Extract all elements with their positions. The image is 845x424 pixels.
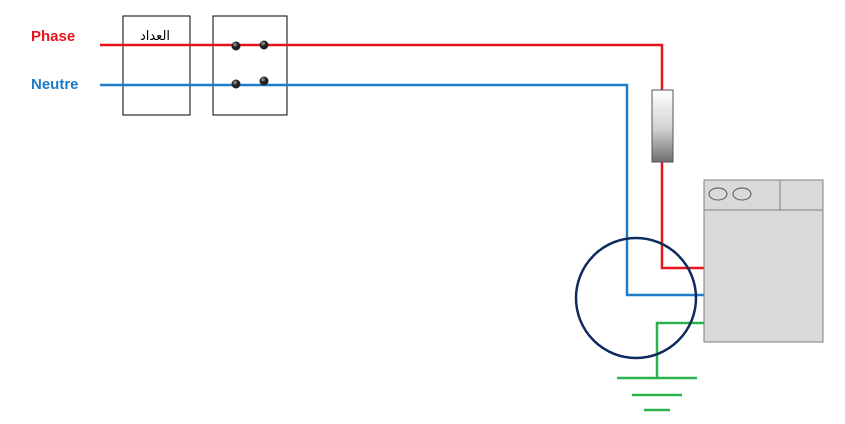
appliance-knob-right bbox=[732, 187, 752, 201]
neutre-wire bbox=[100, 83, 704, 297]
earth-wire bbox=[655, 321, 704, 378]
appliance-panel bbox=[703, 179, 781, 211]
breaker-box bbox=[212, 15, 288, 116]
phase-label: Phase bbox=[31, 28, 75, 45]
meter-box bbox=[122, 15, 191, 116]
phase-wire bbox=[100, 43, 664, 90]
neutre-label: Neutre bbox=[31, 76, 79, 93]
highlight-circle bbox=[574, 236, 698, 360]
appliance-knob-left bbox=[708, 187, 728, 201]
breaker-terminals bbox=[231, 40, 269, 89]
appliance-drawer bbox=[779, 179, 824, 211]
meter-label: العداد bbox=[140, 29, 170, 44]
earth-ground-icon bbox=[617, 376, 697, 412]
appliance bbox=[703, 179, 824, 343]
fuse bbox=[651, 89, 674, 163]
phase-wire-to-appliance bbox=[660, 162, 704, 270]
